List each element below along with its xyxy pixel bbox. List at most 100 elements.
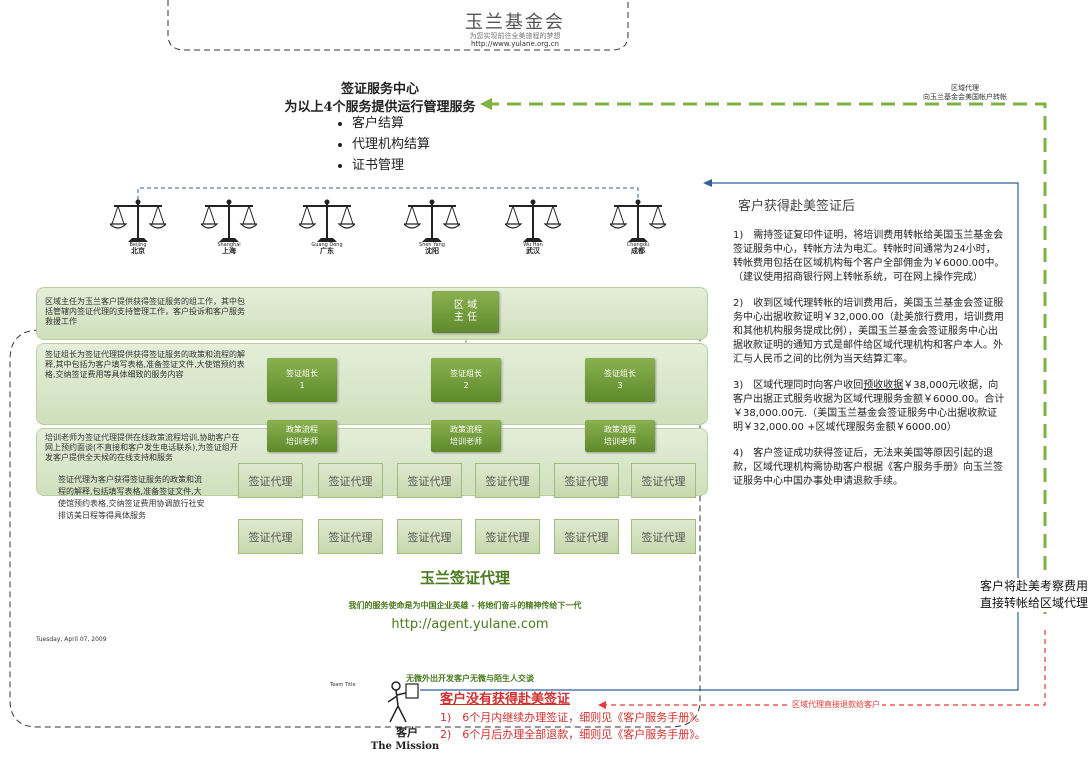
transfer-note-line2: 直接转帐给区域代理 xyxy=(979,596,1088,610)
visa-agent-box: 签证代理 xyxy=(554,463,619,498)
city-cn: 成都 xyxy=(631,247,645,255)
leader-label: 签证组长 xyxy=(450,369,482,378)
step-3-highlight: 预收收据 xyxy=(863,380,904,391)
blue-arrow-head xyxy=(703,179,712,187)
leader-number: 1 xyxy=(299,381,305,390)
scale-icon xyxy=(200,198,258,243)
trainer-box: 政策流程培训老师 xyxy=(431,420,501,452)
org-footer: 无微外出开发客户无微与陌生人交谈 xyxy=(406,674,534,683)
city-en: Beijing xyxy=(129,242,147,248)
top-right-label-line1: 区域代理 xyxy=(951,84,979,92)
city-en: Guang Dong xyxy=(311,242,343,248)
success-step-1: 1) 需持签证复印件证明，将培训费用转帐给美国玉兰基金会签证服务中心，转帐方法为… xyxy=(733,230,1005,283)
blue-flow-line xyxy=(420,182,1019,691)
trainer-box: 政策流程培训老师 xyxy=(585,420,655,452)
trainer-line1: 政策流程 xyxy=(604,425,636,434)
regional-director-box: 区 域 主 任 xyxy=(432,291,499,333)
visa-agent-box: 签证代理 xyxy=(318,463,383,498)
foundation-url: http://www.yulane.org.cn xyxy=(471,40,559,48)
visa-agent-box: 签证代理 xyxy=(397,463,462,498)
mission-label: The Mission xyxy=(370,741,440,752)
center-title: 签证服务中心 xyxy=(340,82,419,97)
success-step-2: 2) 收到区域代理转帐的培训费用后，美国玉兰基金会签证服务中心出据收款证明￥32… xyxy=(733,298,1004,365)
visa-agent-box: 签证代理 xyxy=(631,463,696,498)
red-arrow-head xyxy=(598,701,606,709)
scale-icon xyxy=(504,198,562,243)
director-line1: 区 域 xyxy=(453,300,478,311)
band-director-text: 区域主任为玉兰客户提供获得签证服务的组工作，其中包括管辖内签证代理的支持管理工作… xyxy=(45,297,245,326)
foundation-name: 玉兰基金会 xyxy=(465,12,565,33)
visa-agent-box: 签证代理 xyxy=(475,463,540,498)
failure-item: 2) 6个月后办理全部退款，细则见《客户服务手册》。 xyxy=(440,728,706,741)
success-step-4: 4) 客户签证成功获得签证后，无法来美国等原因引起的退款，区域代理机构需协助客户… xyxy=(733,448,1003,487)
success-steps: 1) 需持签证复印件证明，将培训费用转帐给美国玉兰基金会签证服务中心，转帐方法为… xyxy=(733,229,1005,501)
leader-label: 签证组长 xyxy=(604,369,636,378)
city-en: Shen Yang xyxy=(419,242,445,248)
city-cn: 沈阳 xyxy=(425,247,439,255)
scales-bracket xyxy=(137,187,639,200)
visa-agent-box: 签证代理 xyxy=(554,519,619,554)
green-transfer-path xyxy=(485,102,1047,620)
band-trainers-text: 培训老师为签证代理提供在线政策流程培训,协助客户在网上预约面谈(不直接和客户发生… xyxy=(45,433,240,462)
scale-icon xyxy=(403,198,461,243)
foundation-tagline: 为您实现前往全美旅程的梦想 xyxy=(469,32,561,40)
trainer-line2: 培训老师 xyxy=(604,437,636,446)
failure-item: 1) 6个月内继续办理签证，细则见《客户服务手册》。 xyxy=(440,711,706,724)
scale-icon xyxy=(298,198,356,243)
agent-brand: 玉兰签证代理 xyxy=(419,569,510,587)
bullet-item: 代理机构结算 xyxy=(352,134,430,155)
scale-icon xyxy=(109,198,167,243)
city-en: Wu Han xyxy=(523,242,543,248)
visa-agent-box: 签证代理 xyxy=(631,519,696,554)
step-3-prefix: 3) 区域代理同时向客户收回 xyxy=(733,380,864,391)
org-frame xyxy=(9,329,701,728)
director-line2: 主 任 xyxy=(453,312,478,323)
city-en: Shanghai xyxy=(217,242,241,248)
leader-label: 签证组长 xyxy=(286,369,318,378)
visa-agent-box: 签证代理 xyxy=(397,519,462,554)
transfer-note-line1: 客户将赴美考察费用 xyxy=(979,579,1088,593)
transfer-note: 客户将赴美考察费用 直接转帐给区域代理 xyxy=(938,578,1088,612)
refund-label: 区域代理直接退款给客户 xyxy=(790,699,882,710)
visa-leader-box: 签证组长 2 xyxy=(431,358,501,402)
agent-slogan: 我们的服务使命是为中国企业英雄 - 将她们奋斗的精神传给下一代 xyxy=(348,601,582,610)
green-arrow-head xyxy=(480,98,492,110)
leader-number: 3 xyxy=(617,381,623,390)
top-right-label: 区域代理 向玉兰基金会美国帐户转帐 xyxy=(890,84,1040,102)
city-cn: 北京 xyxy=(131,247,145,255)
city-en: Chengdu xyxy=(626,242,650,248)
step-3-rest: ￥38,000元收据，向客户出据正式服务收据为区域代理服务金额￥6000.00。… xyxy=(733,380,1005,433)
agent-url[interactable]: http://agent.yulane.com xyxy=(391,617,549,632)
center-subtitle: 为以上4个服务提供运行管理服务 xyxy=(284,100,476,115)
failure-title: 客户没有获得赴美签证 xyxy=(440,692,571,707)
failure-list: 1) 6个月内继续办理签证，细则见《客户服务手册》。 2) 6个月后办理全部退款… xyxy=(440,709,706,743)
leader-number: 2 xyxy=(463,381,469,390)
red-refund-path xyxy=(602,630,1046,706)
customer-label: 客户 xyxy=(396,726,418,739)
top-right-label-line2: 向玉兰基金会美国帐户转帐 xyxy=(923,93,1007,101)
trainer-line2: 培训老师 xyxy=(450,437,482,446)
visa-agent-box: 签证代理 xyxy=(475,519,540,554)
team-title: Team Title xyxy=(330,682,356,688)
visa-agent-box: 签证代理 xyxy=(238,463,303,498)
trainer-box: 政策流程培训老师 xyxy=(267,420,337,452)
visa-agent-box: 签证代理 xyxy=(318,519,383,554)
trainer-line2: 培训老师 xyxy=(286,437,318,446)
trainer-line1: 政策流程 xyxy=(286,425,318,434)
scale-icon xyxy=(609,198,667,243)
city-cn: 广东 xyxy=(320,247,334,255)
success-title: 客户获得赴美签证后 xyxy=(738,199,856,214)
center-bullet-list: 客户结算 代理机构结算 证书管理 xyxy=(338,113,430,176)
bullet-item: 证书管理 xyxy=(352,155,430,176)
